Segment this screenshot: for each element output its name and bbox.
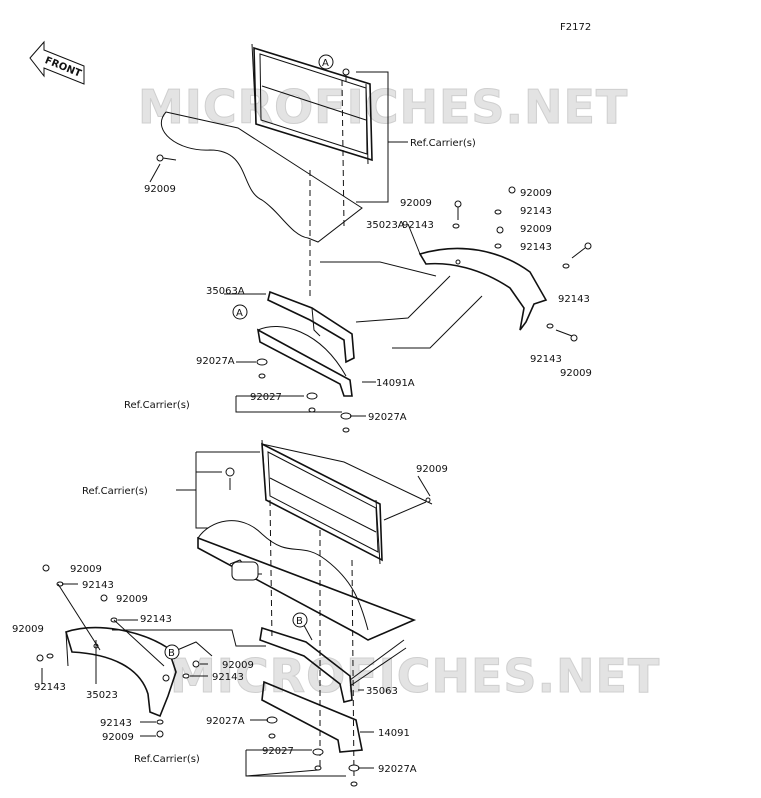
figure-code: F2172 [560,22,591,33]
part-label: 92009 [222,660,254,671]
part-label: Ref.Carrier(s) [134,754,200,765]
watermark-upper: MICROFICHES.NET [138,80,628,134]
part-label: 92027A [196,356,235,367]
part-label: 92009 [520,188,552,199]
callout-a-lower-text: A [236,308,243,319]
watermark-lower: MICROFICHES.NET [170,649,660,703]
part-label: 14091A [376,378,415,389]
callout-b-upper-text: B [296,616,303,627]
part-label: 92027A [368,412,407,423]
part-label: 92009 [400,198,432,209]
callout-b-lower-text: B [168,648,175,659]
part-label: Ref.Carrier(s) [410,138,476,149]
upper-part-labels: Ref.Carrier(s) 92009 35023A 92009 92143 … [124,138,592,423]
part-label: 35063A [206,286,245,297]
part-label: 92143 [212,672,244,683]
callout-a-upper: A [318,54,334,70]
lower-part-labels: 92009 Ref.Carrier(s) 92009 92143 92009 9… [12,464,448,775]
callout-a-lower: A [232,304,248,320]
part-label: 35023 [86,690,118,701]
part-label: 92143 [34,682,66,693]
part-label: 92027 [250,392,282,403]
part-label: 92143 [530,354,562,365]
part-label: 92143 [558,294,590,305]
part-label: 92009 [560,368,592,379]
part-label: 92143 [82,580,114,591]
part-label: 92143 [520,206,552,217]
part-label: 92009 [144,184,176,195]
part-label: 92009 [116,594,148,605]
part-label: 92009 [102,732,134,743]
part-label: 14091 [378,728,410,739]
part-label: Ref.Carrier(s) [82,486,148,497]
part-label: 92009 [416,464,448,475]
part-label: 92027 [262,746,294,757]
part-label: 92143 [402,220,434,231]
part-label: 92143 [100,718,132,729]
callout-b-lower: B [164,644,180,660]
part-label: 92143 [520,242,552,253]
part-label: 92009 [12,624,44,635]
callout-b-upper: B [292,612,308,628]
upper-leader-lines [149,71,421,417]
front-arrow-icon: FRONT [29,40,85,85]
part-label: 92027A [378,764,417,775]
part-label: 35023A [366,220,405,231]
upper-tailgate-assembly [156,43,592,433]
part-label: 92009 [520,224,552,235]
callout-a-upper-text: A [322,58,329,69]
part-label: 35063 [366,686,398,697]
part-label: Ref.Carrier(s) [124,400,190,411]
part-label: 92009 [70,564,102,575]
lower-leader-lines [41,451,431,777]
part-label: 92143 [140,614,172,625]
part-label: 92027A [206,716,245,727]
